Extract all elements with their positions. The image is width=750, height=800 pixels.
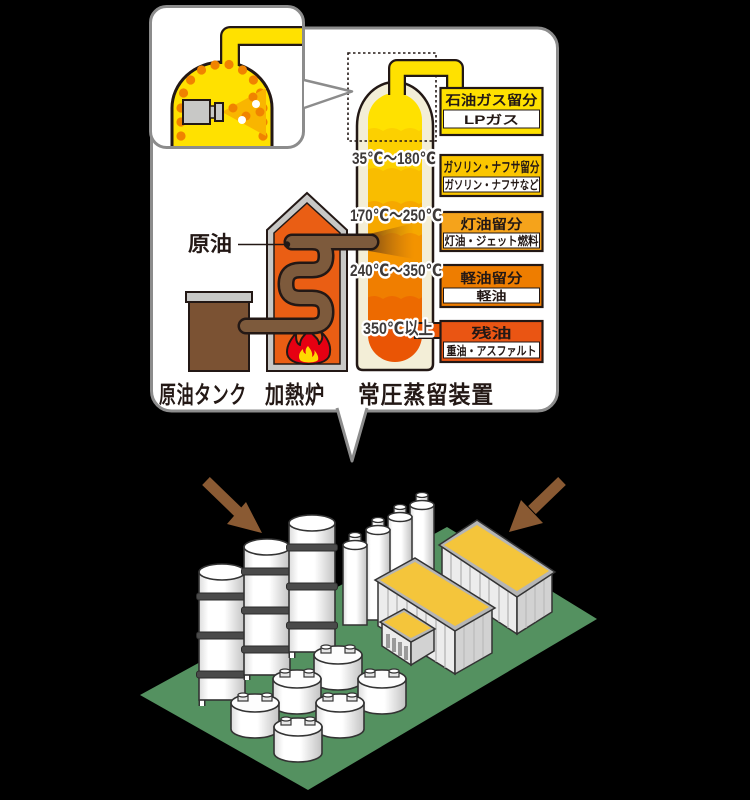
temperature-label-3: 240℃〜350℃: [350, 261, 442, 280]
panel-callout-tail: [335, 407, 369, 463]
inset-magnifier: [149, 5, 354, 149]
roof: [384, 612, 431, 638]
arrow-left-icon: [202, 477, 262, 533]
fraction-name: 軽油留分: [461, 270, 524, 286]
warehouse-building-middle: [373, 557, 497, 676]
explanation-panel: 石油ガス留分 LPガス ガソリン・ナフサ留分 ガソリン・ナフサなど 灯油留分 灯…: [149, 5, 559, 463]
storage-tank: [273, 716, 323, 763]
caption-crude-tank: 原油タンク: [159, 382, 247, 409]
annex-building: [378, 608, 437, 667]
temperature-label-1: 35℃〜180℃: [352, 149, 436, 168]
dome-edge-dots: [176, 59, 268, 141]
fraction-box-petroleum-gas: 石油ガス留分 LPガス: [439, 86, 544, 137]
distillation-tower-1: [196, 563, 248, 706]
fraction-box-diesel: 軽油留分 軽油: [439, 263, 544, 309]
oil-spray: [369, 223, 414, 259]
temperature-label-2: 170℃〜250℃: [350, 206, 442, 225]
fraction-product: 軽油: [477, 288, 507, 303]
fraction-product: ガソリン・ナフサなど: [445, 177, 539, 192]
fraction-product: 灯油・ジェット燃料: [445, 233, 539, 248]
storage-tank: [313, 644, 363, 691]
storage-tanks: [230, 644, 407, 763]
magnified-area-outline: [347, 52, 437, 142]
fraction-product: LPガス: [464, 112, 519, 127]
warehouse-building-right: [437, 519, 557, 636]
fraction-name: 石油ガス留分: [444, 92, 538, 108]
tank-lid: [185, 291, 253, 303]
roof: [444, 525, 549, 591]
caption-furnace: 加熱炉: [265, 382, 325, 409]
fraction-name: 灯油留分: [461, 216, 524, 232]
distillation-tower-2: [241, 538, 293, 680]
storage-tank: [357, 668, 407, 715]
inset-callout-pointer: [303, 78, 354, 110]
flame-core: [299, 346, 319, 363]
fraction-product: 重油・アスファルト: [447, 343, 537, 358]
gas-pipe: [388, 59, 464, 97]
nozzle-icon: [182, 99, 224, 125]
fraction-name: ガソリン・ナフサ留分: [444, 159, 540, 175]
fraction-box-kerosene: 灯油留分 灯油・ジェット燃料: [439, 210, 544, 253]
roof: [380, 562, 489, 626]
temperature-label-4: 350℃以上: [363, 319, 433, 338]
crude-oil-pointer: 原油: [188, 233, 291, 256]
crude-oil-tank: [185, 291, 253, 372]
pointer-dot: [283, 241, 291, 248]
fraction-name: 残油: [472, 325, 512, 341]
crude-oil-pipe: [237, 233, 380, 335]
cylinder: [342, 531, 368, 626]
tank-body: [188, 301, 250, 372]
storage-tank: [272, 668, 322, 715]
crude-oil-label: 原油: [188, 233, 232, 256]
fraction-box-gasoline-naphtha: ガソリン・ナフサ留分 ガソリン・ナフサなど: [439, 153, 544, 198]
arrow-right-icon: [509, 477, 566, 532]
fraction-box-residue: 残油 重油・アスファルト: [439, 319, 544, 364]
spray-droplets: [228, 92, 265, 124]
storage-tank: [230, 692, 280, 739]
distillation-tower-3: [286, 514, 338, 658]
storage-tank: [315, 692, 365, 739]
inset-pipe: [222, 28, 302, 70]
refinery-illustration: [140, 477, 597, 790]
caption-column: 常圧蒸留装置: [358, 382, 494, 409]
